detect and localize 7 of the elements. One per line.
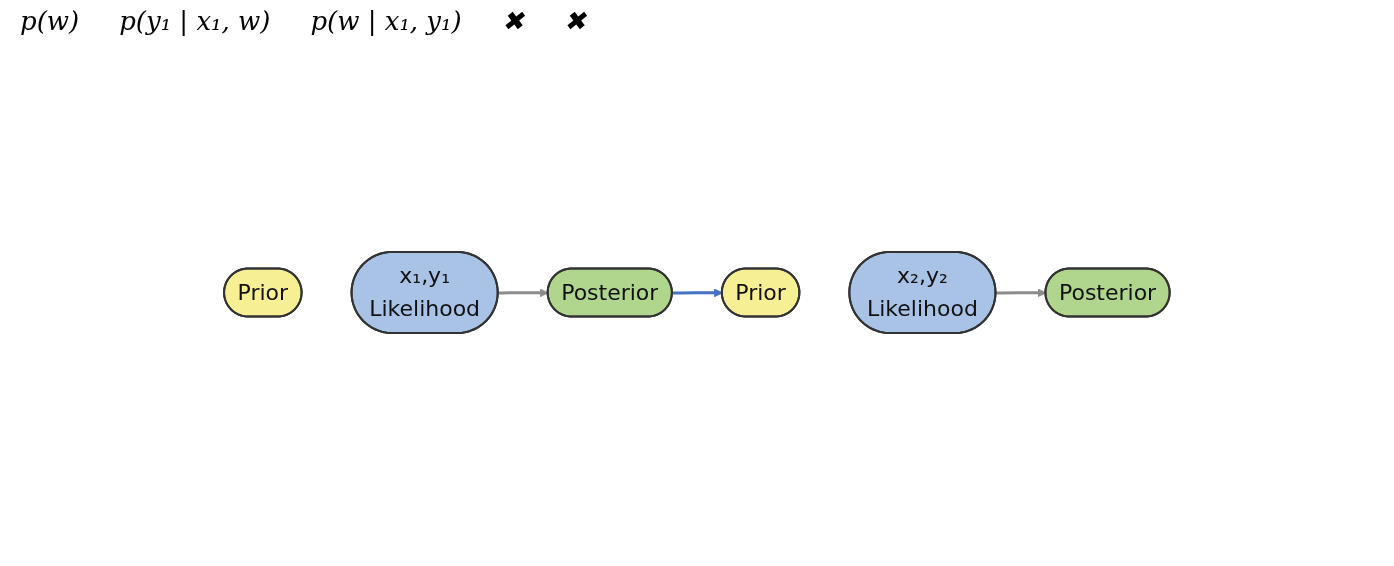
formula-label: ✖ [501, 6, 524, 36]
formula-label: p(w) [20, 6, 80, 36]
arrow [498, 287, 549, 297]
formula-label: p(w | x₁, y₁) [310, 6, 462, 36]
arrow [672, 287, 723, 297]
formula-label: ✖ [563, 6, 586, 36]
formula-label: p(y₁ | x₁, w) [119, 6, 271, 36]
